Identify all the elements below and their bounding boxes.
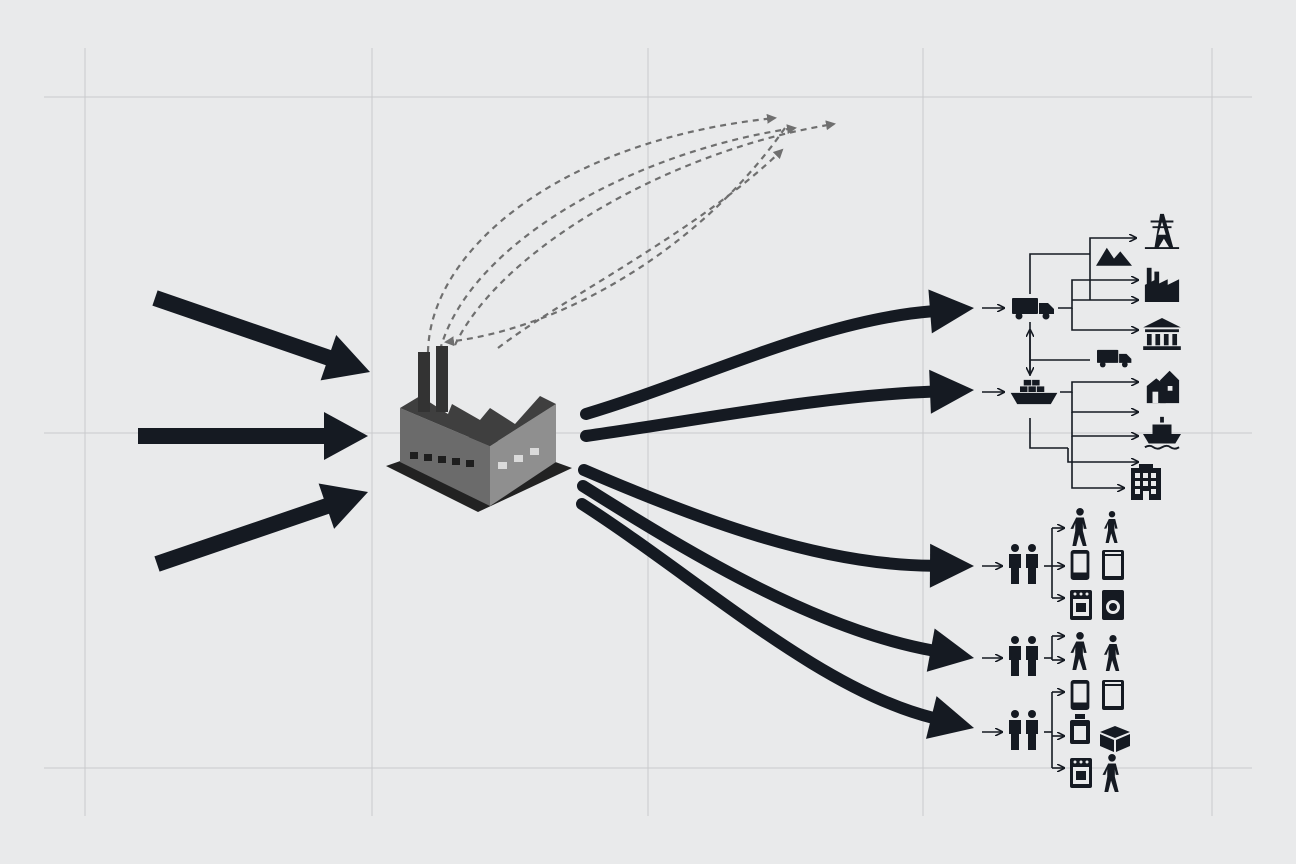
feedback-loops <box>426 113 836 353</box>
people-icon <box>1026 544 1038 584</box>
walking-person-icon <box>1104 635 1120 671</box>
connector-line <box>1071 436 1124 488</box>
factory-window <box>498 462 507 469</box>
connector-line <box>1071 308 1138 330</box>
input-arrow-top-shaft <box>152 290 333 366</box>
people-icon <box>1026 636 1038 676</box>
people-icon <box>1009 636 1021 676</box>
output-arrow-ship-logistics-shaft <box>580 385 939 442</box>
bank-icon <box>1143 318 1181 350</box>
feedback-loop-arrow <box>426 113 777 353</box>
output-arrow-people-group-1-shaft <box>578 464 939 572</box>
feedback-loop-arrow <box>438 124 797 351</box>
connector-line <box>1071 412 1138 436</box>
feedback-loop-arrow <box>497 148 784 349</box>
truck-icon <box>1097 349 1132 368</box>
output-arrows <box>576 289 974 739</box>
mountains-icon <box>1096 247 1132 266</box>
factory-chimney <box>418 352 430 412</box>
factory-window <box>424 454 432 461</box>
output-arrow-people-group-2-shaft <box>577 480 939 657</box>
logistics-network <box>982 212 1181 500</box>
connector-line <box>1067 448 1138 462</box>
input-arrow-middle-head <box>324 412 368 460</box>
connector-line <box>1058 280 1138 309</box>
input-arrow-bottom-head <box>318 483 368 529</box>
connector-line <box>1060 382 1138 393</box>
factory-small-icon <box>1144 267 1180 302</box>
ship-icon <box>1010 379 1058 405</box>
connector-line <box>1029 418 1068 449</box>
oven-icon <box>1070 590 1092 620</box>
output-arrow-truck-logistics-shaft <box>580 305 939 420</box>
oven-icon <box>1070 758 1092 788</box>
factory-window <box>410 452 418 459</box>
phone-icon <box>1070 680 1090 710</box>
connector-line <box>1089 238 1136 254</box>
standing-person-icon <box>1104 511 1118 543</box>
output-arrow-people-group-3-shaft <box>576 498 940 724</box>
office-building-icon <box>1131 464 1161 500</box>
houses-icon <box>1146 370 1180 404</box>
factory-window <box>466 460 474 467</box>
factory-window <box>438 456 446 463</box>
output-arrow-ship-logistics-head <box>929 369 974 414</box>
appliance-icon <box>1102 680 1124 710</box>
people-icon <box>1009 544 1021 584</box>
connector-line <box>1029 253 1090 294</box>
feedback-loop-arrow <box>444 127 786 347</box>
phone-icon <box>1070 550 1090 580</box>
walking-person-icon <box>1070 632 1087 670</box>
power-tower-icon <box>1143 212 1181 250</box>
output-arrow-truck-logistics-head <box>928 289 974 334</box>
jar-icon <box>1070 714 1090 744</box>
factory-chimney <box>436 346 448 412</box>
factory-icon <box>386 346 572 512</box>
people-icon <box>1026 710 1038 750</box>
connector-line <box>1071 392 1138 412</box>
input-arrows <box>138 290 370 572</box>
factory-window <box>530 448 539 455</box>
input-arrow-bottom-shaft <box>154 497 331 572</box>
factory-window <box>452 458 460 465</box>
output-arrow-people-group-2-head <box>926 628 974 672</box>
input-arrow-top-head <box>320 334 370 381</box>
walking-person-icon <box>1102 754 1119 792</box>
feedback-loop-arrow <box>454 120 836 346</box>
people-icon <box>1009 710 1021 750</box>
washing-machine-icon <box>1102 590 1124 620</box>
truck-icon <box>1012 298 1054 320</box>
factory-window <box>514 455 523 462</box>
box-icon <box>1100 726 1130 752</box>
walking-person-icon <box>1070 508 1087 546</box>
appliance-icon <box>1102 550 1124 580</box>
output-arrow-people-group-1-head <box>929 543 974 588</box>
consumer-network <box>982 508 1130 792</box>
output-arrow-people-group-3-head <box>926 696 974 739</box>
